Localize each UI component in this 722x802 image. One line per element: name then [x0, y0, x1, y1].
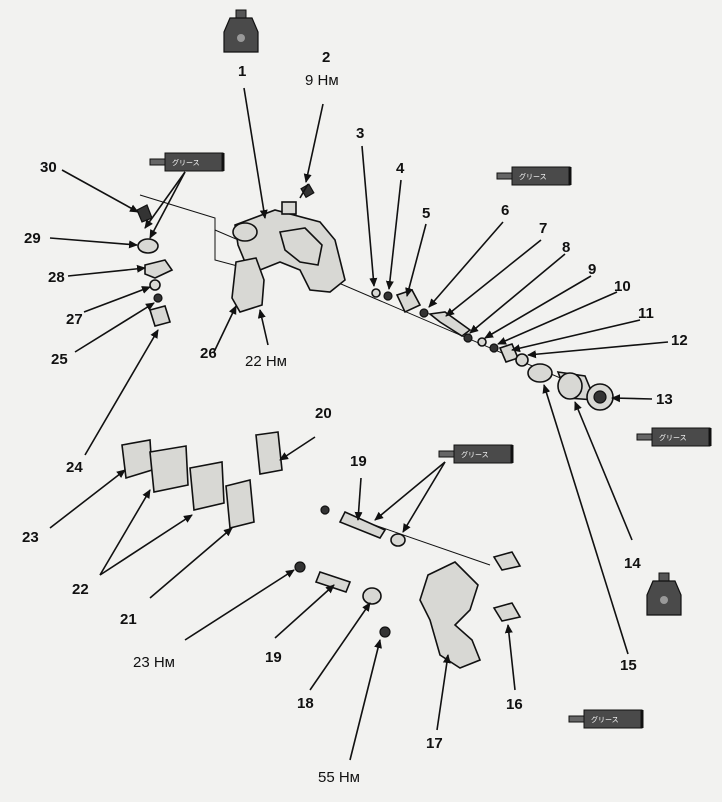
part-29-boot: [137, 238, 159, 254]
grease-tube-label: グリース: [659, 433, 687, 442]
bleeder-screw: [299, 183, 315, 199]
parking-brake-parts: [136, 204, 174, 327]
callout-29: 29: [24, 230, 41, 247]
part-6-ring: [419, 308, 429, 318]
callout-3: 3: [356, 125, 364, 142]
part-7-spindle: [428, 311, 472, 337]
callout-20: 20: [315, 405, 332, 422]
torque-55nm: 55 Нм: [318, 769, 360, 786]
callout-19-upper: 19: [350, 453, 367, 470]
callout-21: 21: [120, 611, 137, 628]
caliper-body: [231, 201, 346, 313]
piston-front: [557, 372, 583, 400]
small-parts: [371, 288, 529, 367]
callout-13: 13: [656, 391, 673, 408]
part-27-nut: [149, 279, 161, 291]
guide-pins: [294, 505, 406, 605]
part-23-bolt: [294, 561, 306, 573]
callout-16: 16: [506, 696, 523, 713]
part-30-nipple: [136, 204, 153, 223]
grease-tube-label: グリース: [172, 158, 200, 167]
callout-17: 17: [426, 735, 443, 752]
callout-2: 2: [322, 49, 330, 66]
brake-pads: [121, 439, 255, 530]
part-16-clip: [492, 551, 522, 571]
grease-tube-icon: グリース: [438, 444, 514, 464]
part-22-pad: [189, 461, 225, 511]
callout-1: 1: [238, 63, 246, 80]
callout-15: 15: [620, 657, 637, 674]
callout-25: 25: [51, 351, 68, 368]
grease-tube-label: グリース: [461, 450, 489, 459]
callout-26: 26: [200, 345, 217, 362]
part-4-oring: [383, 291, 393, 301]
part-19-pin: [338, 510, 387, 539]
callout-6: 6: [501, 202, 509, 219]
torque-22nm: 22 Нм: [245, 353, 287, 370]
assembly-axis-line: [139, 194, 246, 269]
part-24-spring: [148, 305, 172, 327]
callout-28: 28: [48, 269, 65, 286]
callout-11: 11: [638, 305, 654, 322]
callout-30: 30: [40, 159, 57, 176]
grease-tube-icon: グリース: [496, 166, 572, 186]
callout-14: 14: [624, 555, 641, 572]
grease-tube-label: グリース: [519, 172, 547, 181]
part-23-shim: [121, 439, 153, 480]
callout-4: 4: [396, 160, 405, 177]
callout-7: 7: [539, 220, 547, 237]
grease-tube-icon: グリース: [568, 709, 644, 729]
part-18-boot: [362, 587, 382, 605]
callout-9: 9: [588, 261, 596, 278]
part-25-spring: [153, 293, 163, 303]
brake-fluid-bottle-icon: [223, 9, 259, 53]
grease-tube-label: グリース: [591, 715, 619, 724]
callout-24: 24: [66, 459, 83, 476]
piston-seal: [527, 363, 553, 383]
part-20-clip: [255, 431, 283, 475]
assembly-axis-line: [359, 519, 491, 566]
grease-tube-icon: グリース: [636, 427, 712, 447]
part-55nm-bolt: [379, 626, 391, 638]
callout-18: 18: [297, 695, 314, 712]
part-19-boot: [390, 533, 406, 547]
part-16-clip: [492, 602, 522, 622]
torque-9nm: 9 Нм: [305, 72, 339, 89]
part-19-bolt: [320, 505, 330, 515]
part-28-lever: [144, 259, 174, 279]
callout-27: 27: [66, 311, 83, 328]
callout-19-lower: 19: [265, 649, 282, 666]
part-22-pad: [149, 445, 189, 493]
grease-tube-icon: グリース: [149, 152, 225, 172]
callout-12: 12: [671, 332, 688, 349]
callout-23: 23: [22, 529, 39, 546]
part-17-bracket: [419, 561, 482, 669]
part-12-ring: [515, 353, 529, 367]
piston-boot-hole: [593, 390, 607, 404]
callout-5: 5: [422, 205, 430, 222]
part-8-washer: [463, 333, 473, 343]
callout-10: 10: [614, 278, 631, 295]
part-21-shim: [225, 478, 255, 530]
callout-8: 8: [562, 239, 570, 256]
callout-22: 22: [72, 581, 89, 598]
brake-fluid-bottle-icon: [646, 572, 682, 616]
part-3-ball: [371, 288, 381, 298]
part-9-bearing: [477, 337, 487, 347]
part-10-washer: [489, 343, 499, 353]
torque-23nm: 23 Нм: [133, 654, 175, 671]
part-19-pin-lower: [314, 571, 352, 593]
